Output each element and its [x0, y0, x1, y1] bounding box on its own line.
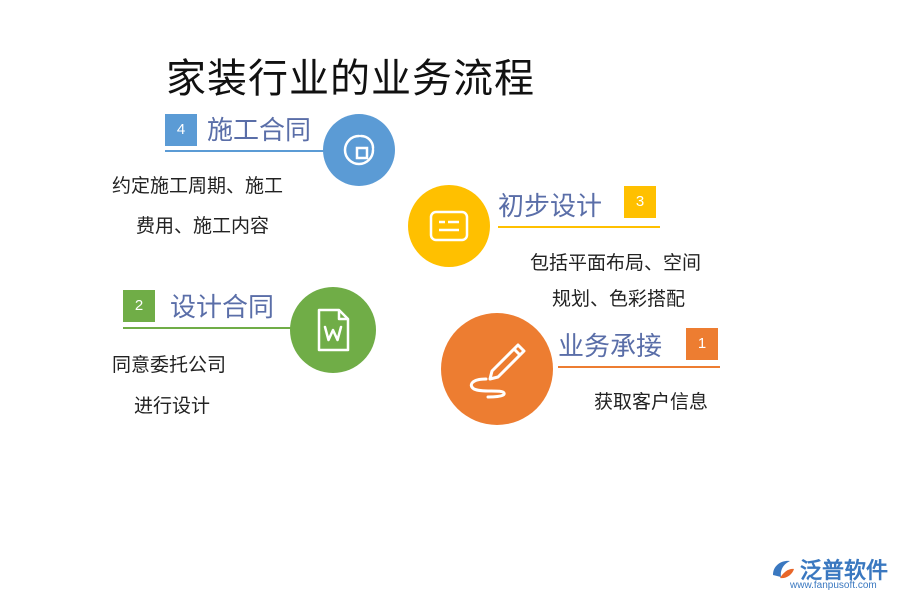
step-desc-3-line2: 规划、色彩搭配 — [552, 288, 686, 310]
pen-signature-icon — [469, 343, 526, 399]
step-desc-2-line1: 同意委托公司 — [112, 354, 227, 376]
step-label-3: 初步设计 — [498, 192, 603, 222]
step-rule-1 — [558, 366, 720, 368]
step-desc-2-line2: 进行设计 — [134, 395, 211, 417]
step-desc-3-line1: 包括平面布局、空间 — [530, 252, 702, 274]
step-desc-4-line1: 约定施工周期、施工 — [112, 175, 284, 197]
page-title: 家装行业的业务流程 — [166, 56, 535, 102]
fanpu-logo: 泛普软件 — [770, 553, 888, 585]
logo-url: www.fanpusoft.com — [790, 580, 877, 591]
step-circle-3 — [408, 185, 490, 267]
step-number-4: 4 — [165, 114, 197, 146]
pie-chart-icon — [343, 134, 375, 166]
word-document-icon — [317, 308, 350, 352]
step-number-2: 2 — [123, 290, 155, 322]
step-label-1: 业务承接 — [558, 332, 663, 362]
step-circle-1 — [441, 313, 553, 425]
step-label-4: 施工合同 — [207, 116, 312, 146]
fanpu-logo-icon — [773, 560, 794, 579]
step-circle-2 — [290, 287, 376, 373]
step-desc-1-line1: 获取客户信息 — [594, 391, 709, 413]
step-desc-4-line2: 费用、施工内容 — [136, 215, 270, 237]
step-circle-4 — [323, 114, 395, 186]
step-number-3: 3 — [624, 186, 656, 218]
step-rule-3 — [498, 226, 660, 228]
step-label-2: 设计合同 — [170, 293, 275, 323]
step-number-1: 1 — [686, 328, 718, 360]
logo-text: 泛普软件 — [800, 559, 889, 584]
step-rule-4 — [165, 150, 330, 152]
step-rule-2 — [123, 327, 298, 329]
text-box-icon — [429, 210, 469, 242]
